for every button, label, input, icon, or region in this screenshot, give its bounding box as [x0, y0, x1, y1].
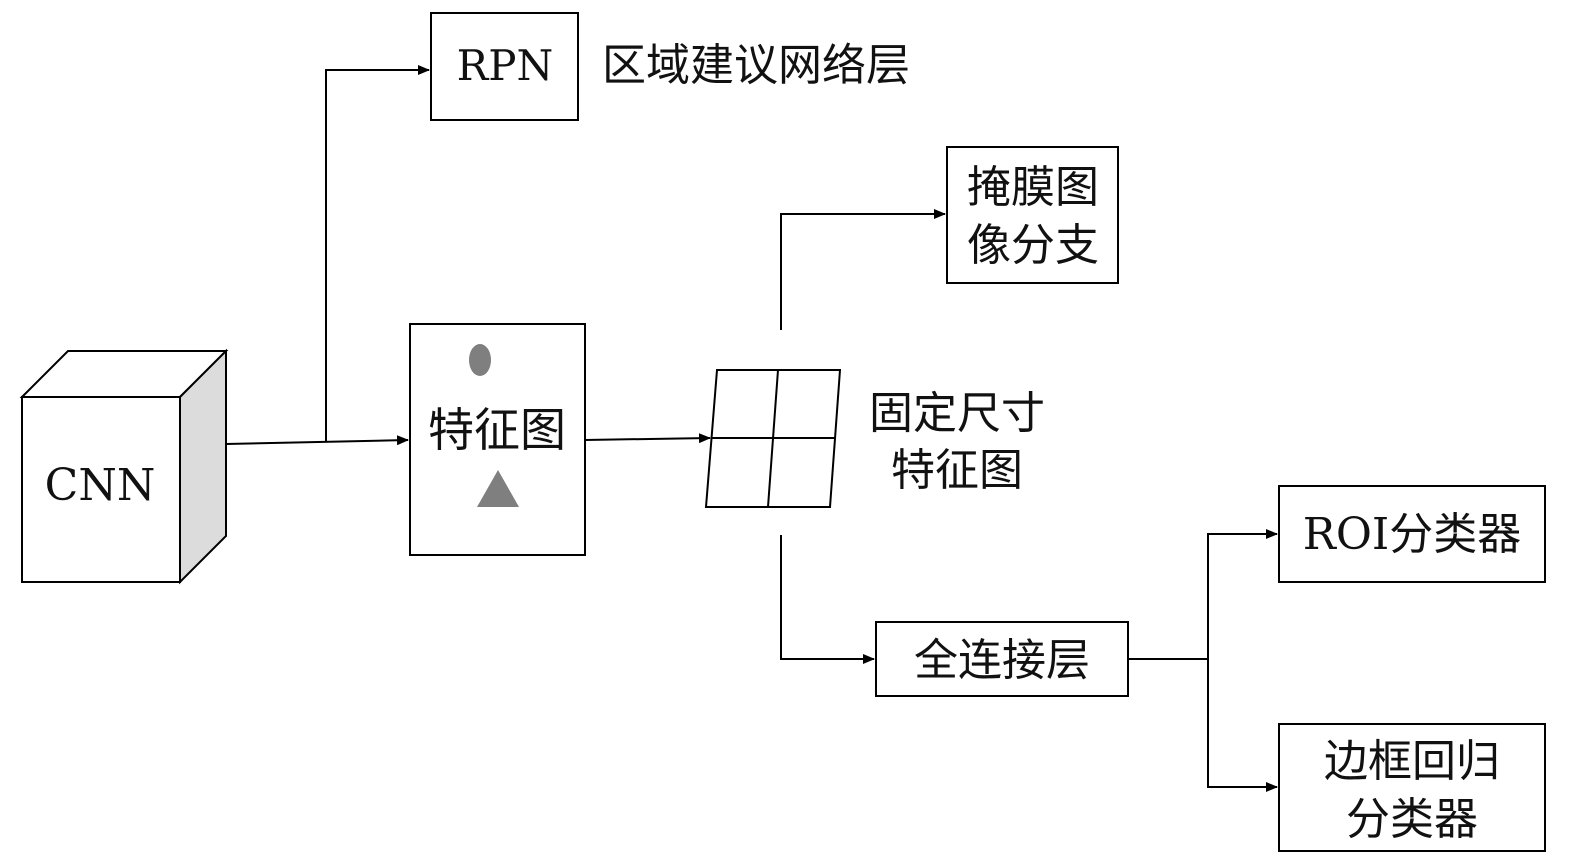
fixed-size-grid	[704, 369, 842, 508]
mask-branch-box: 掩膜图 像分支	[946, 146, 1119, 284]
bbox-classifier-box: 边框回归 分类器	[1278, 723, 1546, 852]
bbox-label-line2: 分类器	[1346, 794, 1478, 845]
rpn-caption: 区域建议网络层	[602, 40, 910, 91]
rpn-label: RPN	[457, 41, 554, 90]
fixed-size-label-line2: 特征图	[891, 445, 1023, 496]
arrow-cnn-to-feature-map	[225, 435, 409, 446]
connectors	[225, 65, 1278, 792]
feature-map-label: 特征图	[428, 403, 566, 457]
circle-shape	[469, 344, 491, 376]
arrow-to-rpn	[325, 65, 430, 441]
bbox-label-line1: 边框回归	[1324, 736, 1500, 787]
arrow-to-bbox-classifier	[1207, 659, 1278, 792]
roi-classifier-label: ROI分类器	[1303, 509, 1522, 560]
feature-map-box: 特征图	[409, 323, 586, 556]
arrow-to-mask-branch	[780, 209, 946, 330]
fc-layer-label: 全连接层	[914, 635, 1090, 686]
arrow-feature-map-to-grid	[584, 433, 711, 444]
fc-layer-box: 全连接层	[875, 621, 1129, 697]
fixed-size-label-line1: 固定尺寸	[869, 388, 1045, 439]
mask-label-line2: 像分支	[967, 220, 1099, 271]
arrow-to-fc-layer	[780, 535, 875, 664]
mask-label-line1: 掩膜图	[967, 162, 1099, 213]
roi-classifier-box: ROI分类器	[1278, 485, 1546, 583]
cnn-label: CNN	[45, 460, 156, 511]
rpn-box: RPN	[430, 12, 579, 121]
arrow-to-roi-classifier	[1207, 529, 1278, 659]
cnn-cube: CNN	[19, 348, 229, 585]
triangle-shape	[477, 470, 519, 507]
